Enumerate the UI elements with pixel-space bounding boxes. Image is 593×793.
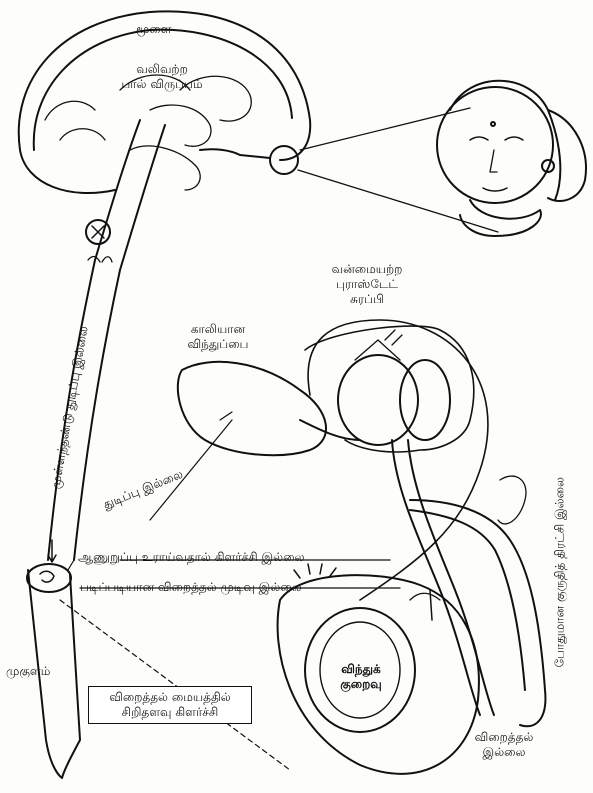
label-no-sexual-desire-line1: வலிவற்ற [102,62,222,77]
label-friction-no-excitement: ஆணுறுப்பு உராய்வதால் கிளர்ச்சி இல்லை [78,550,304,565]
label-no-erection: விறைத்தல் இல்லை [464,730,544,760]
label-no-sexual-desire-line2: பால் விருப்பம் [102,77,222,92]
label-no-erection-line1: விறைத்தல் [464,730,544,745]
label-weak-prostate-line2: புராஸ்டேட் [322,277,412,292]
spinal-cord-illustration [27,120,165,778]
label-brain: மூளை [136,22,171,37]
face-connector [298,108,498,232]
label-sufficient-blood: போதுமான குருதித் திரட்சி இல்லை [553,488,568,668]
label-no-sexual-desire: வலிவற்ற பால் விருப்பம் [102,62,222,92]
label-bulb: முகுளம் [6,664,50,679]
label-empty-vesicle: காலியான விந்துப்பை [178,322,258,352]
label-low-semen-line1: விந்துக் [324,662,398,677]
label-weak-prostate-line3: சுரப்பி [322,292,412,307]
label-weak-prostate-line1: வன்மையற்ற [322,262,412,277]
label-no-erection-line2: இல்லை [464,745,544,760]
label-empty-vesicle-line1: காலியான [178,322,258,337]
label-low-semen-line2: குறைவு [324,677,398,692]
label-slight-excitement-line2: சிறிதளவு கிளர்ச்சி [95,705,245,720]
label-slight-excitement-box: விறைத்தல் மையத்தில் சிறிதளவு கிளர்ச்சி [88,686,252,724]
brain-illustration [19,11,310,193]
label-slight-excitement-line1: விறைத்தல் மையத்தில் [95,690,245,705]
label-low-semen: விந்துக் குறைவு [324,662,398,692]
label-empty-vesicle-line2: விந்துப்பை [178,337,258,352]
face-illustration [437,81,586,236]
label-no-gradual-erection: படிப்படியான விறைத்தல் முடிவு இல்லை [80,580,302,595]
label-weak-prostate: வன்மையற்ற புராஸ்டேட் சுரப்பி [322,262,412,307]
